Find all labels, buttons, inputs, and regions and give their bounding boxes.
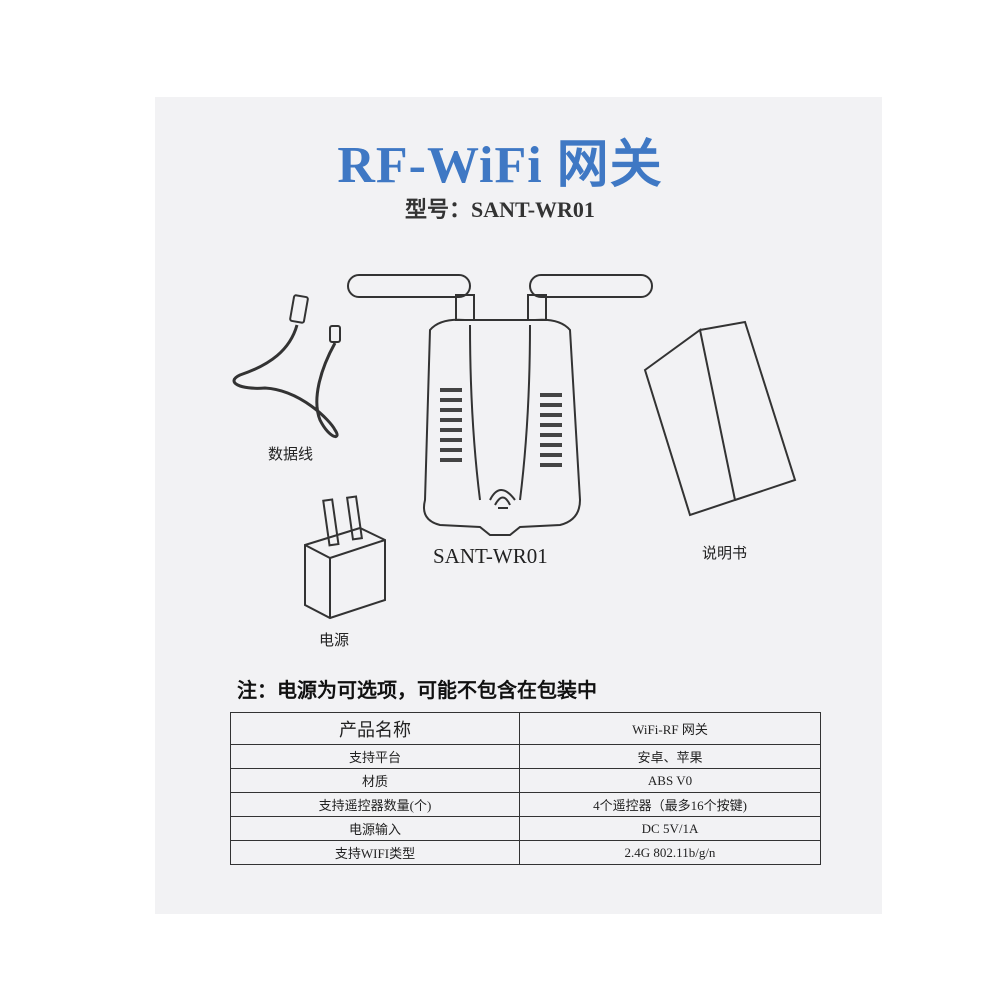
page-title: RF-WiFi 网关 [337,137,663,194]
spec-value: 2.4G 802.11b/g/n [519,840,821,865]
spec-label: 材质 [230,768,520,793]
spec-value: ABS V0 [519,768,821,793]
table-row: 支持遥控器数量(个)4个遥控器（最多16个按键) [230,792,821,817]
power-label: 电源 [319,631,350,649]
device-label: SANT-WR01 [433,544,548,568]
manual-label: 说明书 [702,544,748,562]
cable-label: 数据线 [268,445,314,463]
spec-value: 4个遥控器（最多16个按键) [519,792,821,817]
spec-value: DC 5V/1A [519,816,821,841]
spec-label: 支持平台 [230,744,520,769]
spec-label: 产品名称 [230,712,520,745]
power-adapter-icon [304,495,386,620]
spec-label: 支持WIFI类型 [230,840,520,865]
usb-cable-icon [232,294,341,439]
router-device-icon [347,274,653,536]
manual-booklet-icon [643,320,797,517]
spec-label: 电源输入 [230,816,520,841]
spec-value: WiFi-RF 网关 [519,712,821,745]
spec-label: 支持遥控器数量(个) [230,792,520,817]
table-row: 支持平台安卓、苹果 [230,744,821,769]
power-note: 注：电源为可选项，可能不包含在包装中 [237,678,597,702]
spec-value: 安卓、苹果 [519,744,821,769]
model-number: 型号：SANT-WR01 [405,197,595,222]
